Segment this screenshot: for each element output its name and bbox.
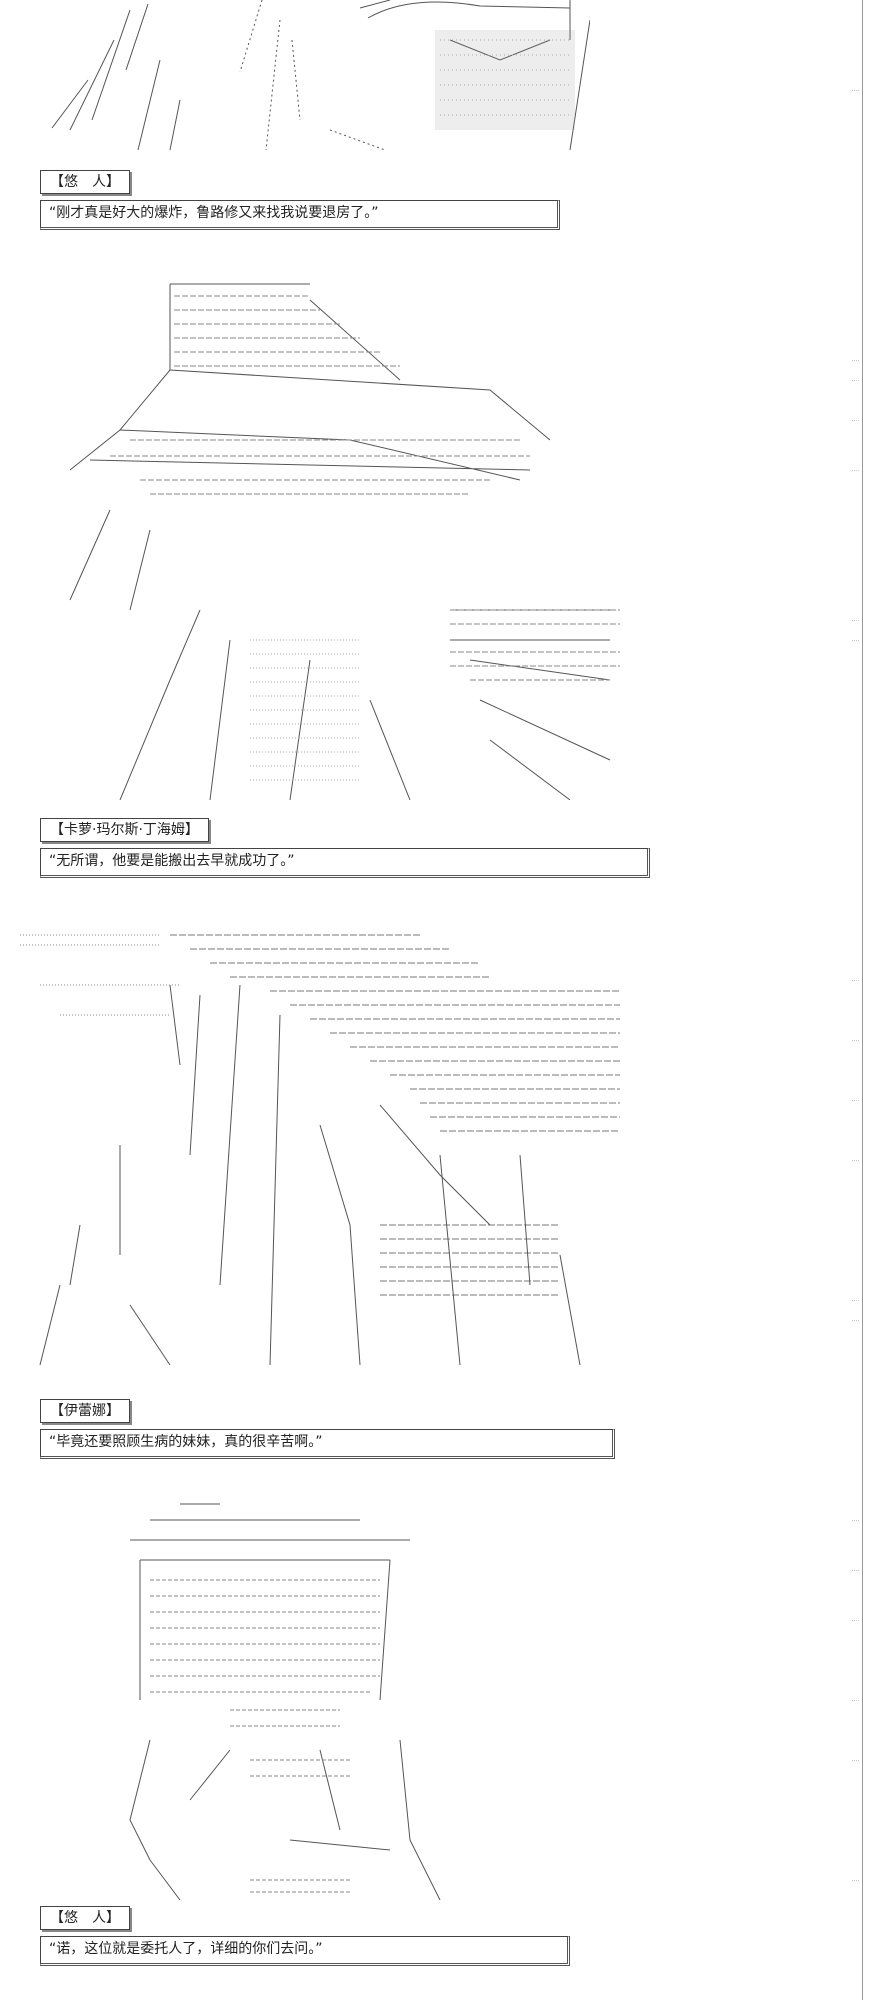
rule-tick [852,1300,859,1301]
ascii-art-catgirl-4 [110,1500,470,1900]
speech-box: “毕竟还要照顾生病的妹妹，真的很辛苦啊。” [40,1429,615,1459]
rule-tick [852,1040,859,1041]
speaker-tag: 【伊蕾娜】 [40,1399,130,1423]
ascii-art-figures-1 [30,0,590,160]
ascii-art-witch-hat-2 [50,280,650,800]
rule-tick [852,980,859,981]
rule-tick [852,90,859,91]
rule-tick [852,620,859,621]
dialogue-panel-3: 【伊蕾娜】 “毕竟还要照顾生病的妹妹，真的很辛苦啊。” [40,1399,615,1459]
ascii-art-witch-brim-3 [20,925,640,1375]
rule-tick [852,380,859,381]
speech-box: “诺，这位就是委托人了，详细的你们去问。” [40,1936,570,1966]
speech-box: “刚才真是好大的爆炸，鲁路修又来找我说要退房了。” [40,200,560,230]
speaker-tag: 【悠 人】 [40,1906,130,1930]
rule-tick [852,1880,859,1881]
rule-tick [852,1620,859,1621]
rule-tick [852,1100,859,1101]
rule-tick [852,1160,859,1161]
page-right-rule [862,0,863,2000]
rule-tick [852,360,859,361]
speaker-tag: 【卡萝·玛尔斯·丁海姆】 [40,818,209,842]
rule-tick [852,1320,859,1321]
dialogue-panel-2: 【卡萝·玛尔斯·丁海姆】 “无所谓，他要是能搬出去早就成功了。” [40,818,650,878]
rule-tick [852,640,859,641]
rule-tick [852,1570,859,1571]
dialogue-panel-4: 【悠 人】 “诺，这位就是委托人了，详细的你们去问。” [40,1906,570,1966]
rule-tick [852,1700,859,1701]
rule-tick [852,1520,859,1521]
rule-tick [852,1760,859,1761]
speaker-tag: 【悠 人】 [40,170,130,194]
rule-tick [852,420,859,421]
dialogue-panel-1: 【悠 人】 “刚才真是好大的爆炸，鲁路修又来找我说要退房了。” [40,170,560,230]
speech-box: “无所谓，他要是能搬出去早就成功了。” [40,848,650,878]
rule-tick [852,470,859,471]
